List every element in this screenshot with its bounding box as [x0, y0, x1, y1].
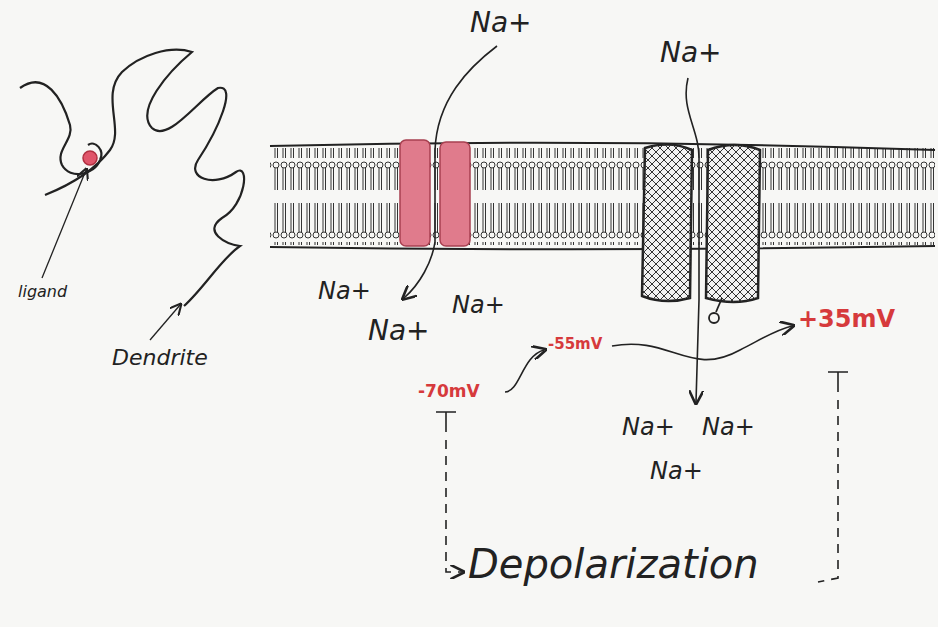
- ion-label: Na+: [470, 8, 532, 39]
- dendrite-outline: [20, 50, 244, 306]
- ion-label: Na+: [318, 278, 371, 304]
- transition-arrow: [612, 326, 792, 360]
- ion-label: Na+: [368, 316, 430, 347]
- part-label: Dendrite: [112, 346, 208, 370]
- voltage-label: -55mV: [548, 336, 602, 353]
- lipid-bilayer: [270, 143, 935, 249]
- leader-line: [42, 170, 86, 278]
- voltage-gated-channel: [642, 144, 760, 323]
- ion-label: Na+: [452, 292, 505, 318]
- transition-arrow: [505, 350, 544, 392]
- ion-flow-arrow: [404, 46, 497, 298]
- leader-line: [150, 305, 180, 340]
- ion-flow-arrow: [686, 78, 699, 402]
- voltage-label: -70mV: [418, 382, 480, 401]
- ligand-dot: [83, 151, 97, 165]
- term-label: Depolarization: [468, 542, 759, 586]
- voltage-label: +35mV: [798, 306, 895, 332]
- ion-label: Na+: [660, 38, 722, 69]
- ion-label: Na+: [702, 414, 755, 440]
- ion-label: Na+: [650, 458, 703, 484]
- part-label: ligand: [18, 283, 67, 301]
- ion-label: Na+: [622, 414, 675, 440]
